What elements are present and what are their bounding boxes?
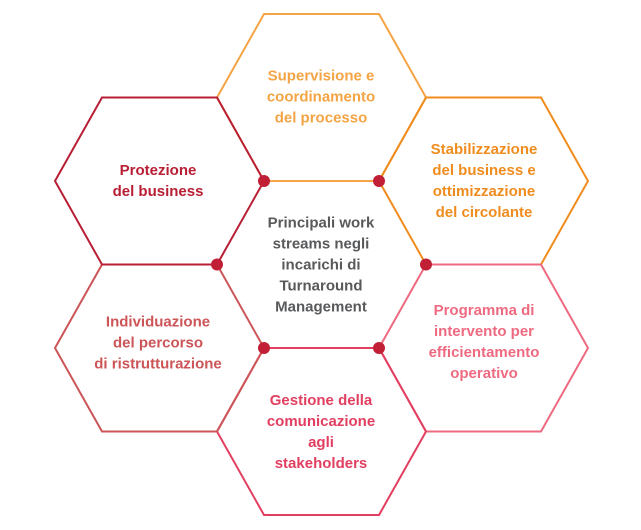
hex-label-top-left: Protezione del business xyxy=(112,162,204,200)
junction-dot xyxy=(258,175,270,187)
hex-label-top: Supervisione e coordinamento del process… xyxy=(266,67,376,127)
junction-dot xyxy=(373,175,385,187)
junction-dot xyxy=(420,258,432,271)
hex-label-top-right: Stabilizzazione del business e ottimizza… xyxy=(430,141,538,221)
hex-label-bottom: Gestione della comunicazione agli stakeh… xyxy=(266,392,376,472)
junction-dot xyxy=(258,342,270,354)
center-label: Principali work streams negli incarichi … xyxy=(267,214,375,316)
hex-label-bottom-left: Individuazione del percorso di ristruttu… xyxy=(94,313,222,373)
junction-dot xyxy=(373,342,385,354)
junction-dot xyxy=(211,258,223,271)
hex-label-bottom-right: Programma di intervento per efficientame… xyxy=(428,302,540,382)
